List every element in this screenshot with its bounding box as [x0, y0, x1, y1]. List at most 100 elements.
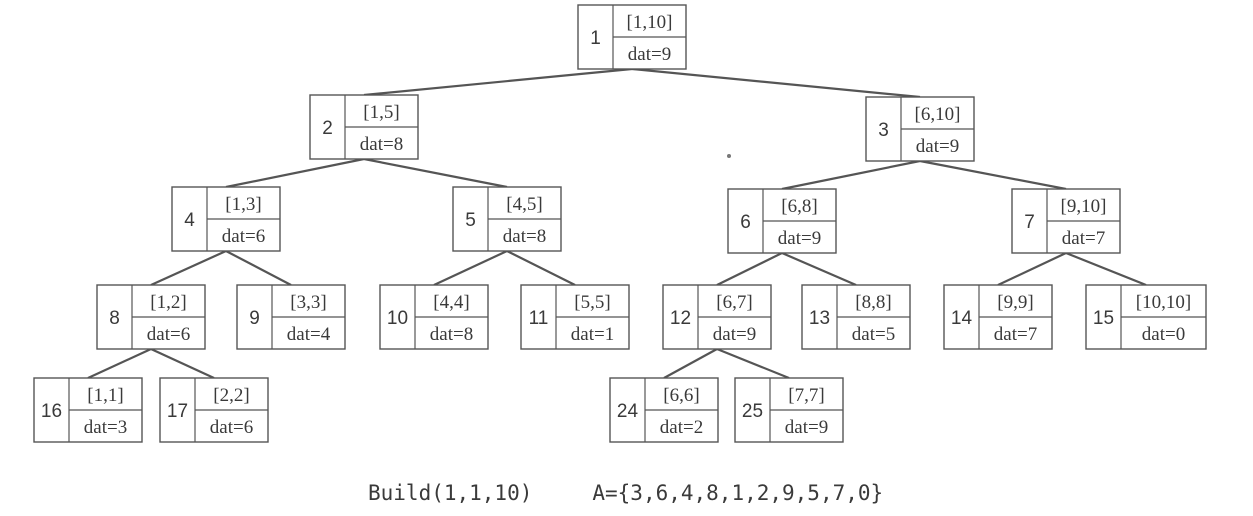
- node-dat-label: dat=5: [852, 324, 895, 345]
- tree-node-9: 9 [3,3] dat=4: [236, 284, 346, 350]
- tree-edge-12-24: [663, 348, 718, 379]
- node-range-label: [1,5]: [363, 102, 399, 123]
- node-index-label: 5: [465, 210, 476, 231]
- node-range-label: [1,2]: [150, 292, 186, 313]
- caption: Build(1,1,10) A={3,6,4,8,1,2,9,5,7,0}: [368, 481, 883, 505]
- node-range-label: [4,4]: [433, 292, 469, 313]
- tree-node-10: 10 [4,4] dat=8: [379, 284, 489, 350]
- tree-edge-5-11: [506, 250, 576, 286]
- tree-node-12: 12 [6,7] dat=9: [662, 284, 772, 350]
- tree-edge-2-4: [225, 157, 365, 189]
- node-index-label: 4: [184, 210, 195, 231]
- node-dat-label: dat=3: [84, 417, 127, 438]
- array-text: A={3,6,4,8,1,2,9,5,7,0}: [592, 481, 884, 505]
- node-dat-label: dat=7: [994, 324, 1037, 345]
- tree-edge-7-15: [1065, 251, 1147, 287]
- tree-node-6: 6 [6,8] dat=9: [727, 188, 837, 254]
- tree-edges: [87, 67, 1147, 380]
- node-index-label: 24: [617, 401, 639, 422]
- tree-node-25: 25 [7,7] dat=9: [734, 377, 844, 443]
- node-index-label: 16: [41, 401, 62, 422]
- node-range-label: [9,10]: [1061, 196, 1107, 217]
- tree-node-11: 11 [5,5] dat=1: [520, 284, 630, 350]
- node-range-label: [8,8]: [855, 292, 891, 313]
- node-dat-label: dat=9: [628, 44, 671, 65]
- tree-edge-2-5: [363, 157, 508, 189]
- node-dat-label: dat=8: [430, 324, 473, 345]
- tree-edge-7-14: [997, 252, 1067, 286]
- tree-node-14: 14 [9,9] dat=7: [943, 284, 1053, 350]
- tree-edge-12-25: [716, 347, 790, 380]
- tree-node-5: 5 [4,5] dat=8: [452, 186, 562, 252]
- node-dat-label: dat=6: [147, 324, 190, 345]
- node-dat-label: dat=0: [1142, 324, 1185, 345]
- node-dat-label: dat=6: [222, 226, 265, 247]
- tree-edge-8-17: [150, 348, 215, 379]
- node-index-label: 7: [1024, 212, 1035, 233]
- node-index-label: 15: [1093, 308, 1114, 329]
- node-dat-label: dat=8: [503, 226, 546, 247]
- tree-edge-5-10: [433, 250, 508, 286]
- tree-edge-1-3: [631, 67, 921, 99]
- node-index-label: 11: [529, 308, 549, 329]
- tree-node-16: 16 [1,1] dat=3: [33, 377, 143, 443]
- node-range-label: [10,10]: [1136, 292, 1191, 313]
- node-index-label: 10: [387, 308, 408, 329]
- tree-nodes: 1 [1,10] dat=9 2 [1,5] dat=8 3 [6,10] dat=9 4 [1,3…: [33, 4, 1207, 443]
- node-index-label: 3: [878, 120, 889, 141]
- tree-edge-3-6: [781, 159, 921, 191]
- node-index-label: 17: [167, 401, 188, 422]
- tree-node-2: 2 [1,5] dat=8: [309, 94, 419, 160]
- node-range-label: [6,6]: [663, 385, 699, 406]
- tree-edge-1-2: [363, 67, 633, 97]
- node-dat-label: dat=1: [571, 324, 614, 345]
- node-range-label: [6,10]: [915, 104, 961, 125]
- tree-edge-6-12: [716, 252, 783, 286]
- node-range-label: [4,5]: [506, 194, 542, 215]
- tree-node-15: 15 [10,10] dat=0: [1085, 284, 1207, 350]
- node-range-label: [6,8]: [781, 196, 817, 217]
- node-index-label: 2: [322, 118, 333, 139]
- tree-edge-4-9: [225, 250, 292, 286]
- node-index-label: 1: [590, 28, 601, 49]
- node-range-label: [9,9]: [997, 292, 1033, 313]
- node-index-label: 14: [951, 308, 973, 329]
- tree-node-3: 3 [6,10] dat=9: [865, 96, 975, 162]
- node-range-label: [1,3]: [225, 194, 261, 215]
- tree-node-24: 24 [6,6] dat=2: [609, 377, 719, 443]
- node-index-label: 9: [249, 308, 260, 329]
- node-index-label: 8: [109, 308, 120, 329]
- tree-edge-6-13: [781, 251, 857, 287]
- node-index-label: 6: [740, 212, 751, 233]
- tree-node-1: 1 [1,10] dat=9: [577, 4, 687, 70]
- node-index-label: 25: [742, 401, 763, 422]
- node-index-label: 12: [670, 308, 691, 329]
- node-range-label: [1,10]: [627, 12, 673, 33]
- node-range-label: [2,2]: [213, 385, 249, 406]
- node-dat-label: dat=9: [778, 228, 821, 249]
- node-dat-label: dat=6: [210, 417, 253, 438]
- tree-edge-4-8: [150, 249, 227, 287]
- tree-node-8: 8 [1,2] dat=6: [96, 284, 206, 350]
- tree-edge-3-7: [919, 159, 1067, 191]
- tree-node-17: 17 [2,2] dat=6: [159, 377, 269, 443]
- node-dat-label: dat=7: [1062, 228, 1105, 249]
- node-range-label: [6,7]: [716, 292, 752, 313]
- node-dat-label: dat=2: [660, 417, 703, 438]
- node-range-label: [3,3]: [290, 292, 326, 313]
- node-dat-label: dat=9: [785, 417, 828, 438]
- node-range-label: [5,5]: [574, 292, 610, 313]
- tree-node-13: 13 [8,8] dat=5: [801, 284, 911, 350]
- tree-node-4: 4 [1,3] dat=6: [171, 186, 281, 252]
- node-dat-label: dat=8: [360, 134, 403, 155]
- node-dat-label: dat=9: [713, 324, 756, 345]
- stray-dot: [727, 154, 731, 158]
- node-dat-label: dat=9: [916, 136, 959, 157]
- build-call-text: Build(1,1,10): [368, 481, 533, 505]
- node-dat-label: dat=4: [287, 324, 331, 345]
- node-range-label: [7,7]: [788, 385, 824, 406]
- tree-edge-8-16: [87, 348, 152, 379]
- node-range-label: [1,1]: [87, 385, 123, 406]
- node-index-label: 13: [809, 308, 830, 329]
